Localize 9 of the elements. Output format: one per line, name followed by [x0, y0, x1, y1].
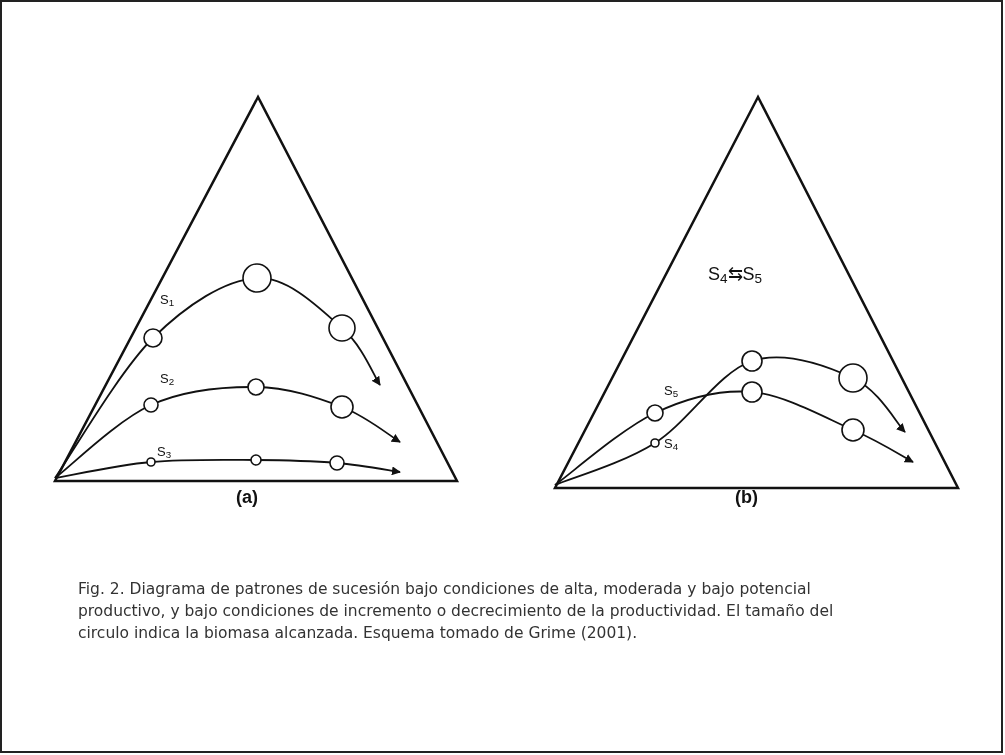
curve-label: S$_{4}$⇆S$_{5}$	[708, 265, 763, 283]
curve-label: S$_{5}$	[664, 384, 679, 397]
curve-label: S$_{1}$	[160, 293, 175, 306]
curve-label: S$_{2}$	[160, 372, 175, 385]
curve-label: S$_{4}$	[664, 437, 679, 450]
curve-label: S$_{3}$	[157, 445, 172, 458]
curve-label: (a)	[236, 488, 258, 506]
figure-caption: Fig. 2. Diagrama de patrones de sucesión bajo condiciones de alta, moderada y bajo potencial productivo, y bajo condiciones de incremento o decrecimiento de la productividad. El tamaño del circulo indica la biomasa alcanzada. Esquema tomado de Grime (2001).	[78, 579, 835, 644]
curve-label: (b)	[735, 488, 758, 506]
